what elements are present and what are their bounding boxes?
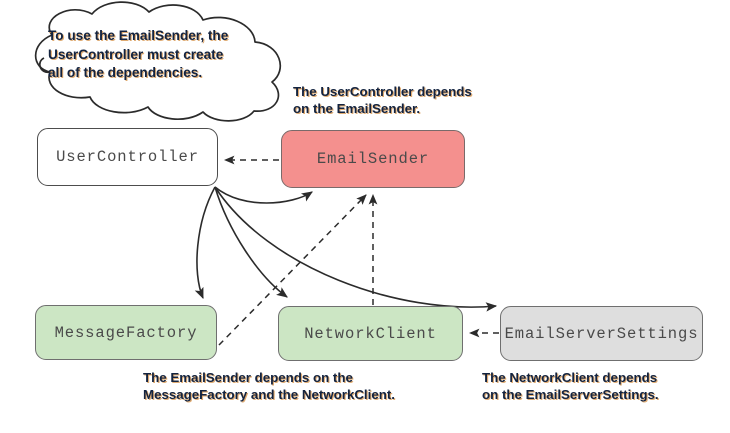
node-user-controller[interactable]: UserController — [37, 128, 218, 186]
caption-email-server-settings: The NetworkClient depends on the EmailSe… — [482, 370, 659, 402]
edge-user-controller-to-email-server-settings — [214, 186, 498, 312]
node-message-factory[interactable]: MessageFactory — [35, 305, 217, 360]
cloud-callout-text: To use the EmailSender, the UserControll… — [48, 28, 229, 80]
node-network-client[interactable]: NetworkClient — [278, 306, 463, 361]
cloud-tail — [38, 57, 51, 73]
edge-user-controller-to-network-client — [214, 186, 288, 298]
edge-user-controller-to-message-factory — [194, 186, 216, 300]
caption-message-network: The EmailSender depends on the MessageFa… — [143, 370, 395, 402]
edge-user-controller-to-email-sender — [214, 186, 313, 204]
caption-email-sender: The UserController depends on the EmailS… — [293, 84, 472, 116]
node-email-server-settings[interactable]: EmailServerSettings — [500, 306, 703, 361]
cloud-callout-shape — [34, 1, 282, 122]
edge-message-factory-to-email-sender — [218, 194, 367, 346]
node-email-sender[interactable]: EmailSender — [281, 130, 465, 188]
